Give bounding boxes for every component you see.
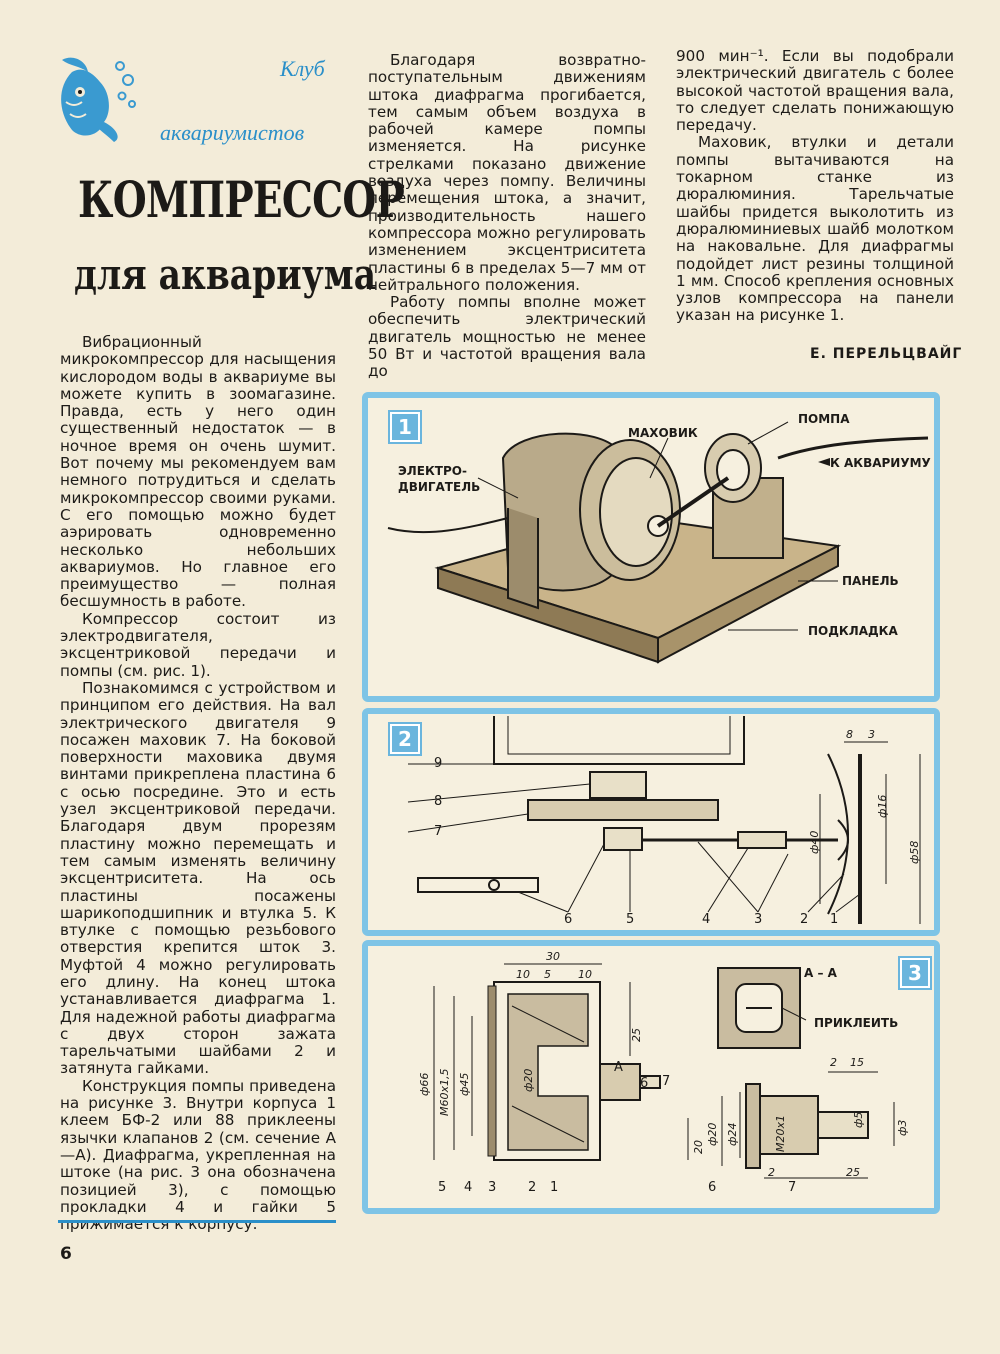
label-motor-2: ДВИГАТЕЛЬ bbox=[398, 480, 481, 494]
dimension: 25 bbox=[846, 1166, 860, 1179]
part-label: 4 bbox=[702, 912, 711, 927]
dimension: ф5 bbox=[852, 1111, 865, 1128]
part-label: 7 bbox=[434, 824, 443, 839]
dimension: ф20 bbox=[706, 1122, 719, 1146]
paragraph: Познакомимся с устройством и принципом е… bbox=[60, 678, 336, 1078]
part-label: 2 bbox=[800, 912, 809, 927]
figure-number: 1 bbox=[390, 412, 420, 442]
pump-drawing bbox=[433, 963, 895, 1179]
paragraph: Благодаря возвратно-поступательным движе… bbox=[368, 51, 646, 294]
part-label: 1 bbox=[550, 1180, 559, 1195]
part-label: 4 bbox=[464, 1180, 473, 1195]
dimension: М20х1 bbox=[774, 1115, 787, 1152]
dimension: 30 bbox=[546, 950, 560, 963]
part-label: 9 bbox=[434, 756, 443, 771]
dimension: 2 bbox=[768, 1166, 775, 1179]
figure-number: 3 bbox=[900, 958, 930, 988]
section-label: А – А bbox=[804, 966, 837, 980]
paragraph: Маховик, втулки и детали помпы вытачиваю… bbox=[676, 133, 954, 325]
part-label: 6 bbox=[564, 912, 573, 927]
dimension: ф20 bbox=[522, 1068, 535, 1092]
eccentric-drive-drawing bbox=[407, 716, 921, 924]
dimension: 5 bbox=[544, 968, 551, 981]
fish-logo-icon bbox=[61, 57, 136, 142]
dimension: ф40 bbox=[808, 830, 821, 854]
paragraph: Вибрационный микрокомпрессор для насыщен… bbox=[60, 333, 336, 611]
section-mark: А bbox=[614, 1060, 623, 1075]
article-title: КОМПРЕССОР bbox=[78, 170, 405, 229]
page-number: 6 bbox=[60, 1244, 72, 1264]
dimension: 10 bbox=[516, 968, 530, 981]
club-title-line1: Клуб bbox=[280, 56, 325, 81]
dimension: 8 bbox=[846, 728, 853, 741]
dimension: 3 bbox=[868, 728, 875, 741]
author-name: Е. ПЕРЕЛЬЦВАЙГ bbox=[810, 346, 963, 362]
label-pump: ПОМПА bbox=[798, 412, 850, 426]
dimension: ф24 bbox=[726, 1122, 739, 1146]
part-label: 6 bbox=[708, 1180, 717, 1195]
dimension: 15 bbox=[850, 1056, 864, 1069]
label-pad: ПОДКЛАДКА bbox=[808, 624, 898, 638]
part-label: 6 bbox=[640, 1076, 649, 1091]
footer-rule bbox=[58, 1220, 336, 1223]
label-motor: ЭЛЕКТРО- bbox=[398, 464, 467, 478]
part-label: 5 bbox=[438, 1180, 447, 1195]
label-to-aquarium: К АКВАРИУМУ bbox=[830, 456, 931, 470]
part-label: 1 bbox=[830, 912, 839, 927]
figure-3-panel: 3 А – А ПРИКЛЕИТЬ А 5 4 3 2 1 6 7 6 7 30… bbox=[362, 940, 940, 1214]
dimension: ф16 bbox=[876, 794, 889, 818]
figure-number: 2 bbox=[390, 724, 420, 754]
part-label: 7 bbox=[788, 1180, 797, 1195]
dimension: 20 bbox=[692, 1140, 705, 1154]
dimension: ф58 bbox=[908, 840, 921, 864]
dimension: М60х1,5 bbox=[438, 1068, 451, 1117]
dimension: 2 bbox=[830, 1056, 837, 1069]
text-column-1: Вибрационный микрокомпрессор для насыщен… bbox=[60, 333, 336, 1234]
figure-1-panel: 1 ЭЛЕКТРО- ДВИГАТЕЛЬ МАХОВИК ПОМПА К АКВ… bbox=[362, 392, 940, 702]
part-label: 3 bbox=[754, 912, 763, 927]
club-title-line2: аквариумистов bbox=[160, 120, 305, 145]
dimension: ф66 bbox=[418, 1072, 431, 1096]
paragraph: Компрессор состоит из электродвигателя, … bbox=[60, 609, 336, 680]
paragraph: Работу помпы вполне может обеспечить эле… bbox=[368, 293, 646, 381]
label-panel: ПАНЕЛЬ bbox=[842, 574, 899, 588]
glue-label: ПРИКЛЕИТЬ bbox=[814, 1016, 899, 1030]
figure-2-panel: 2 9 8 7 6 5 4 3 2 1 8 3 ф16 ф40 ф58 bbox=[362, 708, 940, 936]
compressor-illustration bbox=[387, 421, 929, 664]
text-column-2: Благодаря возвратно-поступательным движе… bbox=[368, 51, 646, 381]
part-label: 2 bbox=[528, 1180, 537, 1195]
part-label: 7 bbox=[662, 1074, 671, 1089]
label-flywheel: МАХОВИК bbox=[628, 426, 698, 440]
dimension: ф3 bbox=[896, 1119, 909, 1136]
part-label: 3 bbox=[488, 1180, 497, 1195]
paragraph: Конструкция помпы приведена на рисунке 3… bbox=[60, 1076, 336, 1234]
dimension: ф45 bbox=[458, 1072, 471, 1096]
paragraph: 900 мин⁻¹. Если вы подобрали электрическ… bbox=[676, 47, 954, 135]
part-label: 5 bbox=[626, 912, 635, 927]
part-label: 8 bbox=[434, 794, 443, 809]
article-subtitle: для аквариума bbox=[74, 250, 377, 299]
dimension: 25 bbox=[630, 1028, 643, 1042]
text-column-3: 900 мин⁻¹. Если вы подобрали электрическ… bbox=[676, 47, 954, 325]
dimension: 10 bbox=[578, 968, 592, 981]
